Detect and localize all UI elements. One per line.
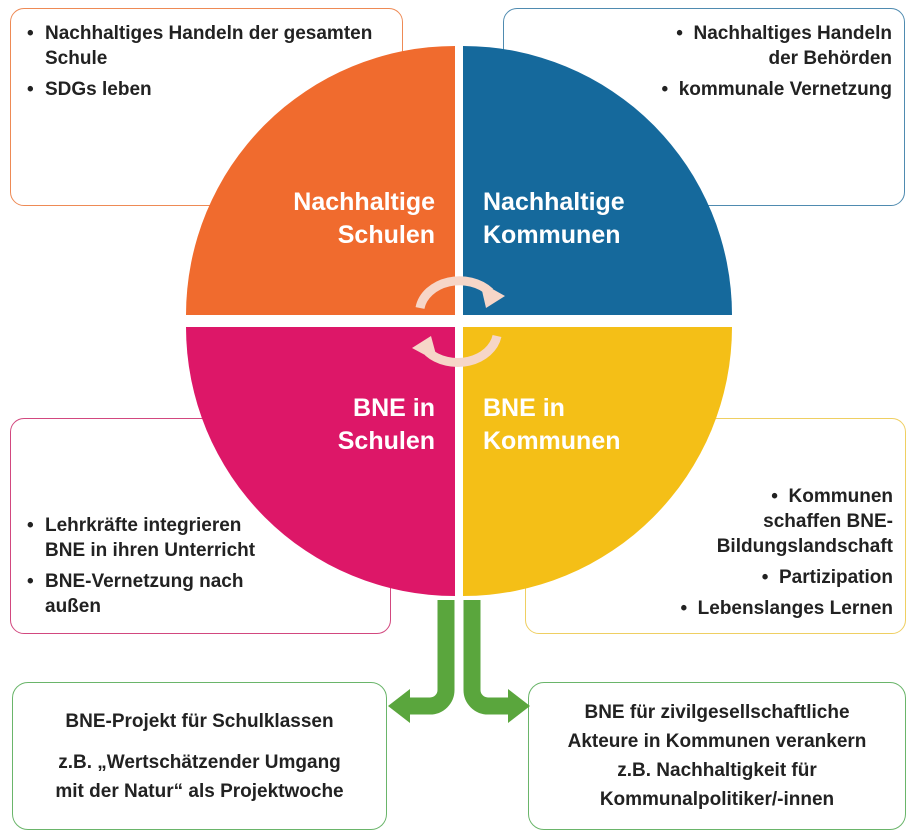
list-item: Kommunen schaffen BNE-Bildungslandschaft xyxy=(538,484,893,559)
quadrant-label-tl: Nachhaltige Schulen xyxy=(293,186,435,252)
quadrant-title-line: BNE in xyxy=(353,394,435,422)
cycle-arrowhead-bottom-icon xyxy=(412,336,438,362)
quadrant-title-line: Schulen xyxy=(337,427,435,455)
arrow-to-kommunen-icon xyxy=(463,600,511,715)
green-arrows xyxy=(388,600,530,723)
outcome-box-kommunen: BNE für zivilgesellschaftliche Akteure i… xyxy=(528,682,906,830)
outcome-line: Kommunalpolitiker/-innen xyxy=(599,789,835,810)
quadrant-label-tr: Nachhaltige Kommunen xyxy=(483,186,625,252)
outcome-line: BNE für zivilgesellschaftliche xyxy=(584,702,850,723)
outcome-line: Akteure in Kommunen verankern xyxy=(567,731,867,752)
quadrant-bne-in-schulen xyxy=(186,327,455,596)
list-item: Partizipation xyxy=(538,565,893,590)
arrowhead-schulen-icon xyxy=(388,689,410,723)
outcome-line: BNE-Projekt für Schulklassen xyxy=(65,710,334,732)
cycle-arrows xyxy=(412,276,505,367)
list-item: Lebenslanges Lernen xyxy=(538,596,893,621)
list-item: BNE-Vernetzung nach außen xyxy=(27,569,380,619)
quadrant-bne-in-kommunen xyxy=(463,327,732,596)
arrowhead-kommunen-icon xyxy=(508,689,530,723)
quadrant-nachhaltige-kommunen xyxy=(463,46,732,315)
quadrant-title-line: Kommunen xyxy=(483,427,621,455)
outcome-line: z.B. Nachhaltigkeit für xyxy=(617,760,817,781)
quadrant-title-line: Nachhaltige xyxy=(293,188,435,216)
outcome-line: mit der Natur“ als Projektwoche xyxy=(55,780,344,802)
quadrant-title-line: BNE in xyxy=(483,394,565,422)
outcome-line: z.B. „Wertschätzender Umgang xyxy=(58,751,341,773)
list-item: Nachhaltiges Handeln der gesamten Schule xyxy=(27,21,388,71)
cycle-arrowhead-top-icon xyxy=(480,282,505,308)
arrow-to-schulen-icon xyxy=(407,600,455,715)
quadrant-title-line: Nachhaltige xyxy=(483,188,625,216)
quadrant-title-line: Kommunen xyxy=(483,221,621,249)
list-item: SDGs leben xyxy=(27,77,388,102)
list-item: Nachhaltiges Handeln der Behörden xyxy=(520,21,893,71)
list-item: Lehrkräfte integrieren BNE in ihren Unte… xyxy=(27,513,380,563)
quadrant-label-bl: BNE in Schulen xyxy=(338,392,435,458)
list-item: kommunale Vernetzung xyxy=(520,77,892,102)
outcome-box-schulen: BNE-Projekt für Schulklassen z.B. „Werts… xyxy=(12,682,387,830)
quadrant-label-br: BNE in Kommunen xyxy=(483,392,621,458)
quadrant-nachhaltige-schulen xyxy=(186,46,455,315)
quadrant-title-line: Schulen xyxy=(337,221,435,249)
